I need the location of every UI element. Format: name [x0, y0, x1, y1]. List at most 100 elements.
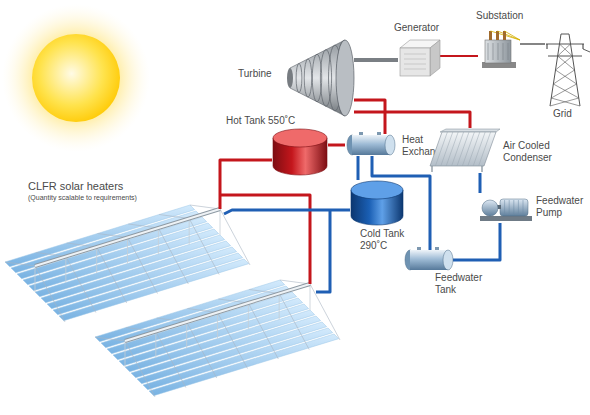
sun-glow — [2, 4, 150, 152]
motor-rib — [504, 200, 505, 215]
nozzle — [417, 247, 421, 250]
support-cable — [220, 209, 250, 265]
shape-svg — [272, 128, 328, 176]
condenser-fin — [468, 132, 480, 166]
shape-svg — [545, 28, 583, 106]
pipe-connector — [354, 58, 398, 62]
label-block: Air Cooled Condenser — [503, 140, 567, 164]
tower-brace — [550, 98, 579, 106]
turbine-nose — [287, 68, 293, 88]
cylinder-cap — [385, 135, 395, 155]
pipe-connector — [357, 156, 360, 180]
component-label: (Quantity scalable to requirements) — [28, 193, 137, 202]
component-label: Feedwater Tank — [435, 272, 490, 296]
label-block: Cold Tank 290˚C — [360, 228, 410, 252]
generator-vent — [404, 69, 426, 70]
support-post — [158, 228, 159, 254]
condenser-fin — [441, 132, 453, 166]
label-block: Hot Tank 550˚C — [226, 115, 295, 127]
pipe-connector — [354, 112, 470, 128]
cross-arm — [546, 44, 584, 45]
tower-brace — [558, 44, 571, 56]
label-block: Feedwater Pump — [536, 195, 590, 219]
heat-exchanger: Heat Exchanger — [345, 134, 397, 156]
support-cable — [248, 303, 278, 359]
support-cable — [128, 238, 158, 294]
support-cable — [218, 313, 248, 369]
condenser-fin — [473, 132, 485, 166]
support-cable — [156, 332, 186, 388]
shape-group — [5, 178, 345, 397]
shape-svg — [478, 28, 520, 70]
busbar-wire — [491, 31, 521, 40]
nozzle — [435, 247, 439, 250]
generator-vent — [404, 59, 426, 60]
pipe-connector — [479, 173, 482, 193]
return-pipe — [316, 210, 330, 292]
cooling-fin — [498, 43, 499, 60]
label-block: Generator — [394, 22, 439, 34]
support-cable — [5, 262, 35, 266]
sun — [32, 34, 120, 122]
receiver-tube — [35, 209, 220, 266]
transformer-body — [485, 40, 511, 63]
shape-group — [430, 129, 500, 172]
tower-brace — [556, 56, 573, 70]
component-label: Cold Tank 290˚C — [360, 228, 410, 252]
shape-svg — [398, 38, 440, 78]
shape-svg — [0, 178, 345, 415]
shape-svg — [345, 134, 397, 156]
cooling-fin — [508, 43, 509, 60]
component-label: Grid — [553, 108, 572, 120]
receiver-tube-outline — [35, 209, 220, 266]
support-post — [155, 332, 156, 358]
condenser-fin — [479, 132, 491, 166]
condenser-fin — [435, 132, 447, 166]
shape-svg — [478, 193, 533, 223]
pipe-connector — [440, 55, 478, 57]
tower-top — [561, 34, 569, 35]
component-label: Substation — [476, 10, 523, 22]
cooling-fin — [488, 43, 489, 60]
condenser-fin — [457, 132, 469, 166]
tank-top — [273, 129, 327, 147]
label-block: Grid — [553, 108, 572, 120]
cylinder-body — [410, 250, 448, 270]
support-post — [189, 219, 190, 245]
bushing — [496, 31, 499, 40]
condenser-leg — [481, 166, 482, 172]
label-block: Substation — [476, 10, 523, 22]
shape-group — [546, 34, 590, 106]
tower-brace — [556, 70, 577, 84]
grid-tower: Grid — [545, 28, 583, 106]
generator-vent — [404, 64, 426, 65]
condenser-leg — [431, 166, 432, 172]
component-label: Air Cooled Condenser — [503, 140, 567, 164]
solar-field: CLFR solar heaters(Quantity scalable to … — [0, 178, 345, 415]
label-block: CLFR solar heaters(Quantity scalable to … — [28, 180, 137, 202]
shape-group — [400, 40, 440, 76]
pump-volute — [482, 200, 498, 216]
insulator — [547, 44, 548, 49]
condenser-fin — [446, 132, 458, 166]
turbine-end — [336, 40, 354, 116]
support-post — [248, 303, 249, 329]
shape-svg — [425, 128, 500, 173]
shape-group — [273, 129, 327, 175]
condenser-panel — [430, 132, 496, 166]
air-cooled-condenser: Air Cooled Condenser — [425, 128, 500, 173]
bushing — [489, 31, 492, 40]
generator-front — [400, 48, 430, 76]
support-post — [125, 341, 126, 367]
mirror-row — [47, 247, 237, 309]
condenser-fin — [462, 132, 474, 166]
component-label: Hot Tank 550˚C — [226, 115, 295, 127]
hot-tank: Hot Tank 550˚C — [272, 128, 328, 176]
label-block: Turbine — [238, 68, 272, 80]
motor-rib — [523, 200, 524, 215]
motor-rib — [513, 200, 514, 215]
power-line — [583, 49, 590, 52]
support-cable — [95, 337, 125, 341]
component-label: Turbine — [238, 68, 272, 80]
pipe-connector — [520, 43, 545, 44]
